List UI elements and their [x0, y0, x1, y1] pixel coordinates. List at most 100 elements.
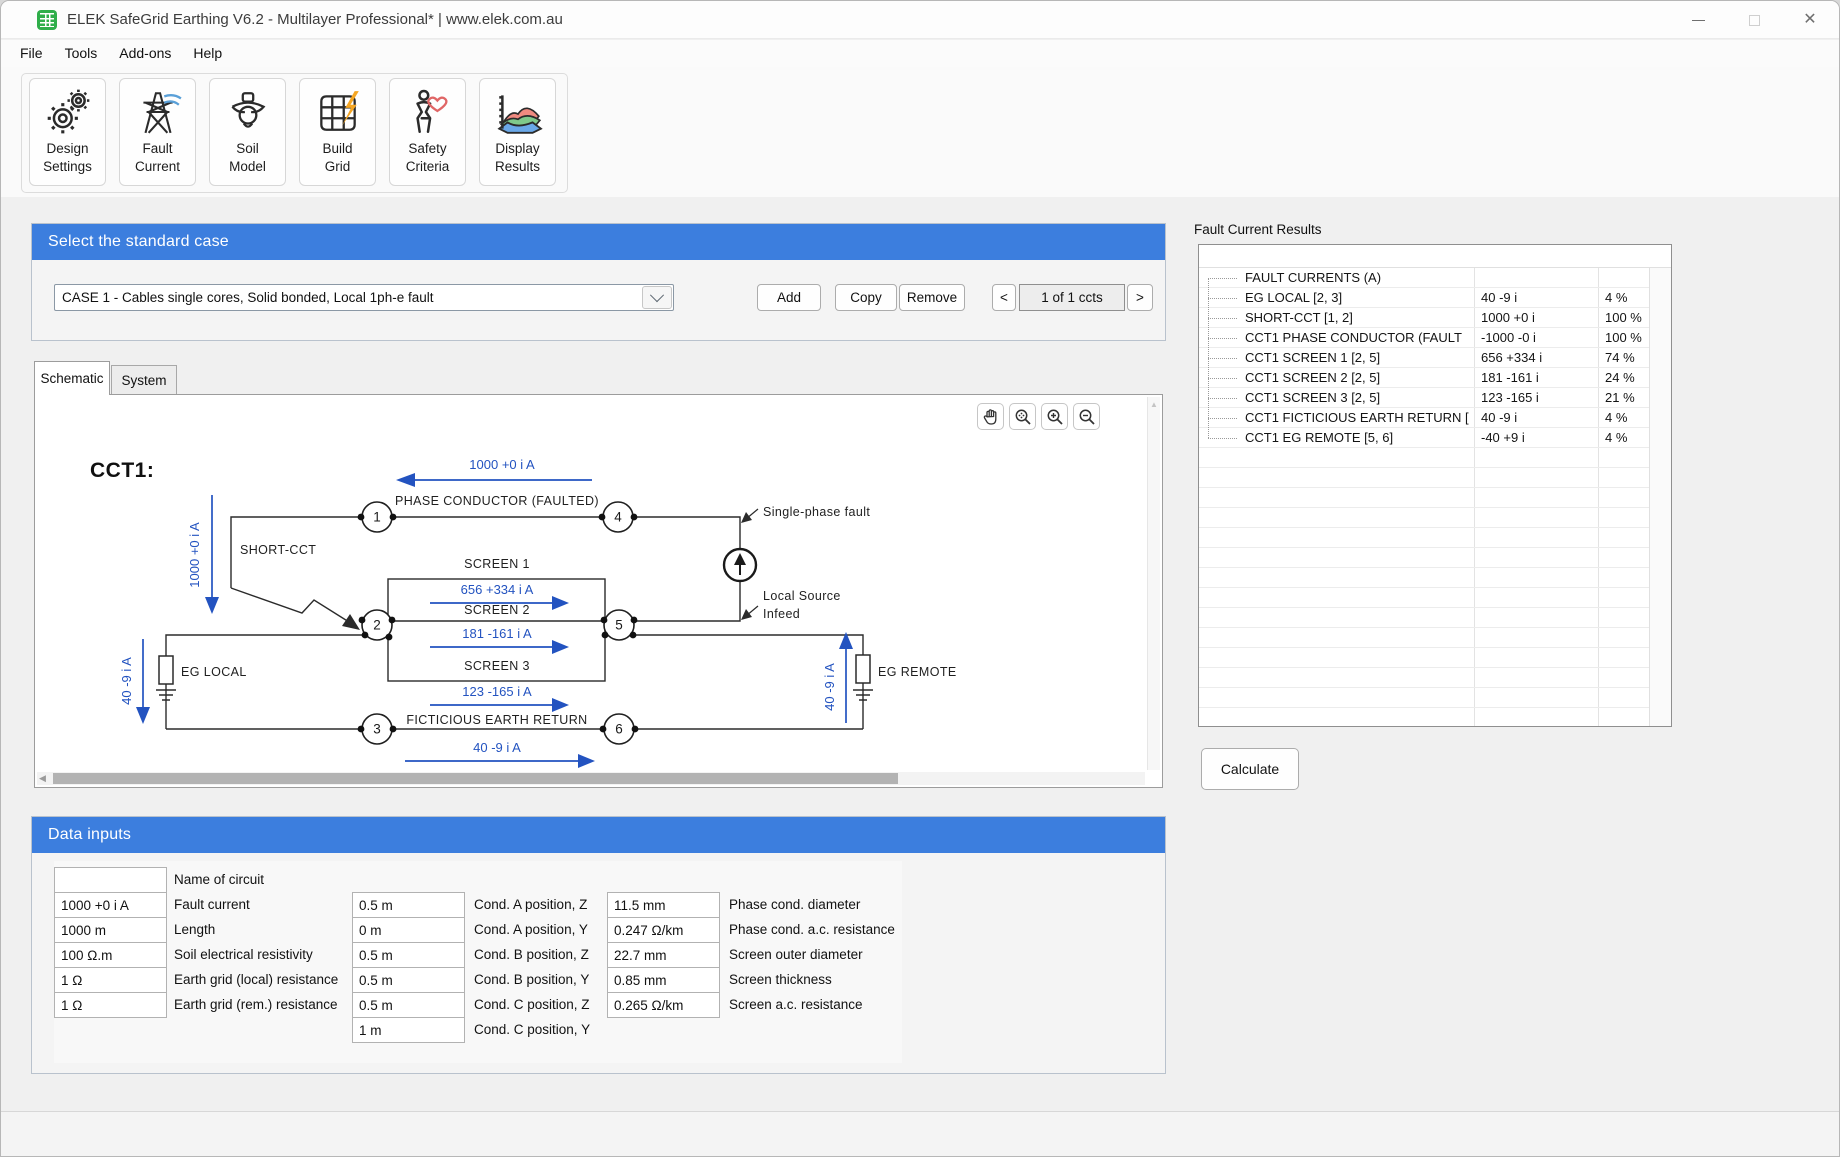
node-6: 6	[615, 722, 623, 737]
canvas-vertical-scrollbar[interactable]: ▲	[1147, 397, 1160, 770]
field-label: Screen a.c. resistance	[729, 997, 863, 1012]
tool-label: Current	[134, 158, 180, 174]
schematic-canvas[interactable]: CCT1: 1000 +0 i A PHASE CONDUCTOR (FAULT…	[34, 394, 1163, 788]
results-scrollbar[interactable]	[1649, 245, 1671, 726]
prev-circuit-button[interactable]: <	[992, 284, 1016, 311]
earth-grid-remote-field[interactable]	[54, 992, 167, 1018]
soil-auger-icon	[230, 92, 265, 128]
results-header-row	[1199, 245, 1671, 268]
results-rows: FAULT CURRENTS (A) EG LOCAL [2, 3]40 -9 …	[1199, 268, 1649, 726]
window-title: ELEK SafeGrid Earthing V6.2 - Multilayer…	[67, 11, 563, 28]
tool-label: Display	[495, 141, 540, 156]
circuit-counter: 1 of 1 ccts	[1019, 284, 1125, 311]
tab-schematic[interactable]: Schematic	[34, 361, 110, 395]
phase-diameter-field[interactable]	[607, 892, 720, 918]
screen3-current-label: 123 -165 i A	[462, 684, 532, 699]
menu-help[interactable]: Help	[193, 45, 223, 61]
circuit-label: CCT1:	[90, 459, 154, 482]
short-cct-label: SHORT-CCT	[240, 543, 316, 557]
field-label: Fault current	[174, 897, 250, 912]
screen-outer-diameter-field[interactable]	[607, 942, 720, 968]
field-label: Phase cond. diameter	[729, 897, 861, 912]
minimize-icon	[1691, 19, 1705, 21]
field-label: Name of circuit	[174, 872, 265, 887]
eg-local-label: EG LOCAL	[181, 665, 247, 679]
horizontal-scroll-thumb[interactable]	[53, 773, 898, 784]
menu-bar: File Tools Add-ons Help	[1, 40, 1839, 67]
field-label: Cond. C position, Z	[474, 997, 590, 1012]
screen-ac-resistance-field[interactable]	[607, 992, 720, 1018]
menu-file[interactable]: File	[20, 45, 43, 61]
data-inputs-grid	[54, 861, 902, 1063]
canvas-horizontal-scrollbar[interactable]: ◀	[37, 772, 1145, 785]
close-button[interactable]: ✕	[1795, 5, 1825, 35]
field-label: Phase cond. a.c. resistance	[729, 922, 895, 937]
calculate-button[interactable]: Calculate	[1201, 748, 1299, 790]
case-panel: Select the standard case CASE 1 - Cables…	[31, 223, 1166, 341]
table-row[interactable]: FAULT CURRENTS (A)	[1199, 268, 1649, 288]
case-select-dropdown-button[interactable]	[642, 286, 672, 309]
field-label: Earth grid (local) resistance	[174, 972, 339, 987]
node-4: 4	[614, 510, 622, 525]
zoom-out-button[interactable]	[1073, 403, 1100, 430]
phase-current-label: 1000 +0 i A	[469, 457, 535, 472]
cond-b-z-field[interactable]	[352, 942, 465, 968]
add-button[interactable]: Add	[757, 284, 821, 311]
case-select[interactable]: CASE 1 - Cables single cores, Solid bond…	[54, 284, 674, 311]
cond-b-y-field[interactable]	[352, 967, 465, 993]
length-field[interactable]	[54, 917, 167, 943]
screen-thickness-field[interactable]	[607, 967, 720, 993]
copy-button[interactable]: Copy	[835, 284, 897, 311]
data-inputs-title: Data inputs	[32, 817, 1165, 853]
hand-icon	[983, 408, 996, 425]
tool-label: Results	[494, 158, 540, 174]
menu-tools[interactable]: Tools	[64, 45, 98, 61]
name-of-circuit-field[interactable]	[54, 867, 167, 893]
field-label: Screen outer diameter	[729, 947, 863, 962]
zoom-in-button[interactable]	[1041, 403, 1068, 430]
soil-resistivity-field[interactable]	[54, 942, 167, 968]
close-icon: ✕	[1803, 11, 1817, 28]
zoom-extents-button[interactable]	[1009, 403, 1036, 430]
cond-a-z-field[interactable]	[352, 892, 465, 918]
transmission-tower-icon	[142, 92, 182, 134]
minimize-button[interactable]	[1683, 5, 1713, 35]
pan-button[interactable]	[977, 403, 1004, 430]
field-label: Cond. B position, Y	[474, 972, 590, 987]
earth-grid-local-field[interactable]	[54, 967, 167, 993]
results-table: FAULT CURRENTS (A) EG LOCAL [2, 3]40 -9 …	[1198, 244, 1672, 727]
tab-system[interactable]: System	[111, 365, 177, 395]
cond-c-y-field[interactable]	[352, 1017, 465, 1043]
maximize-button[interactable]	[1739, 5, 1769, 35]
screen3-label: SCREEN 3	[464, 659, 530, 673]
cond-c-z-field[interactable]	[352, 992, 465, 1018]
eg-remote-resistor	[855, 654, 871, 684]
phase-ac-resistance-field[interactable]	[607, 917, 720, 943]
tool-label: Fault	[142, 141, 173, 156]
node-5: 5	[615, 618, 623, 633]
infeed-annotation-line2: Infeed	[763, 607, 800, 621]
remove-button[interactable]: Remove	[899, 284, 965, 311]
fault-current-field[interactable]	[54, 892, 167, 918]
menu-addons[interactable]: Add-ons	[119, 45, 172, 61]
cond-a-y-field[interactable]	[352, 917, 465, 943]
field-label: Earth grid (rem.) resistance	[174, 997, 338, 1012]
scroll-up-icon: ▲	[1150, 400, 1158, 409]
next-circuit-button[interactable]: >	[1127, 284, 1153, 311]
bolt-arrowhead-icon	[342, 614, 360, 630]
